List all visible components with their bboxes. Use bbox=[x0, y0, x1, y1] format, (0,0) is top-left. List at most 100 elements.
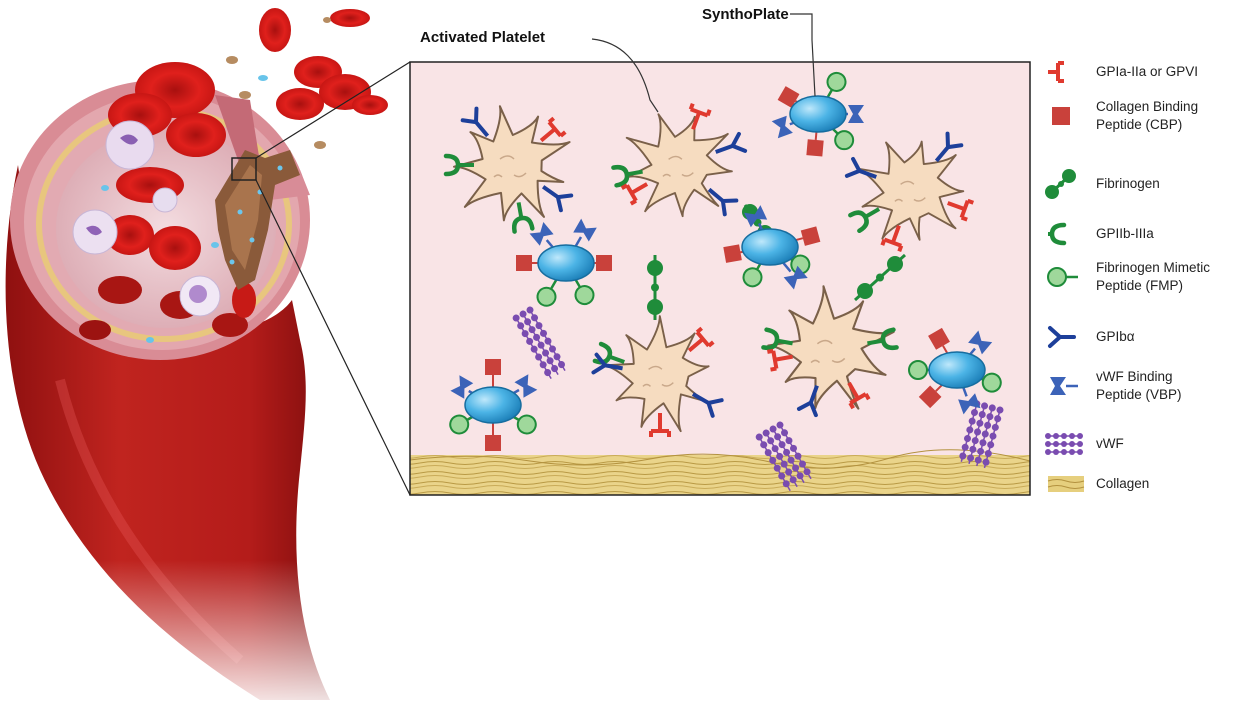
legend-label: Fibrinogen bbox=[1096, 175, 1244, 193]
legend-label-line: Fibrinogen Mimetic bbox=[1096, 260, 1211, 275]
legend-item: GPIbα bbox=[1040, 315, 1245, 359]
zoom-region-marker bbox=[231, 157, 257, 181]
legend-label-line: Peptide (FMP) bbox=[1096, 278, 1184, 293]
gpib-alpha-receptor bbox=[460, 106, 490, 138]
legend-item: Collagen bbox=[1040, 462, 1245, 506]
gpiib-iiia-receptor bbox=[867, 327, 899, 351]
legend-label-line: Peptide (CBP) bbox=[1096, 117, 1183, 132]
fmp-icon bbox=[1047, 267, 1078, 287]
zoom-connector-line bbox=[255, 61, 411, 159]
activated-platelet-callout: Activated Platelet bbox=[420, 29, 546, 46]
zoom-connector-line bbox=[255, 179, 411, 496]
collagen-layer bbox=[410, 455, 1030, 495]
fibrinogen-bridge bbox=[853, 253, 907, 302]
gpib-alpha-receptor bbox=[707, 187, 739, 217]
red-blood-cell bbox=[330, 9, 370, 27]
legend-label-line: GPIa-IIa or GPVI bbox=[1096, 64, 1199, 79]
synthoplate-particle bbox=[723, 205, 821, 290]
gpib-alpha-receptor bbox=[715, 131, 748, 154]
legend-label-line: GPIIb-IIIa bbox=[1096, 226, 1154, 241]
gpia-iia-receptor bbox=[767, 348, 793, 372]
legend-item: GPIa-IIa or GPVI bbox=[1040, 50, 1245, 94]
gpib-alpha-receptor bbox=[844, 156, 877, 179]
synthoplate-particle bbox=[771, 71, 864, 157]
gpia-iia-receptor bbox=[620, 182, 649, 206]
red-blood-cell bbox=[259, 8, 291, 52]
red-blood-cell bbox=[232, 282, 256, 318]
legend-icons bbox=[1045, 61, 1085, 492]
collagen-icon bbox=[1047, 476, 1085, 492]
gpib-alpha-receptor bbox=[796, 385, 819, 418]
synthoplate-particle bbox=[516, 218, 612, 307]
gpia-iia-receptor bbox=[880, 225, 904, 253]
legend-label-line: GPIbα bbox=[1096, 329, 1135, 344]
legend-label: GPIbα bbox=[1096, 328, 1244, 346]
synthoplate-callout: SynthoPlate bbox=[702, 6, 789, 23]
red-blood-cell bbox=[98, 276, 142, 304]
red-blood-cell bbox=[276, 88, 324, 120]
red-blood-cell bbox=[149, 226, 201, 270]
blood-cells-group bbox=[72, 8, 388, 343]
gpib-alpha-receptor bbox=[591, 352, 623, 375]
legend-label: vWF bbox=[1096, 435, 1244, 453]
blood-vessel bbox=[0, 80, 360, 720]
legend-item: Fibrinogen bbox=[1040, 162, 1245, 206]
gpib-alpha-receptor bbox=[541, 185, 574, 213]
fibrinogen-bridge bbox=[647, 255, 663, 320]
legend-label: Collagen bbox=[1096, 475, 1244, 493]
activated-platelet bbox=[625, 113, 733, 218]
clot-aggregate bbox=[215, 150, 300, 290]
gpiib-iiia-icon bbox=[1048, 222, 1067, 246]
gpia-iia-receptor bbox=[649, 413, 671, 437]
gpiib-iiia-receptor bbox=[443, 153, 474, 177]
legend-label: GPIIb-IIIa bbox=[1096, 225, 1244, 243]
gpib-alpha-receptor bbox=[691, 392, 724, 418]
white-blood-cell bbox=[105, 120, 155, 170]
legend-label-line: Collagen bbox=[1096, 476, 1150, 491]
gpia-iia-receptor bbox=[688, 102, 712, 130]
gpiib-iiia-receptor bbox=[511, 202, 535, 234]
vwf-icon bbox=[1045, 433, 1083, 455]
red-blood-cell bbox=[352, 95, 388, 115]
vwf-multimer bbox=[755, 421, 812, 492]
gpiib-iiia-receptor bbox=[761, 327, 793, 351]
gpia-iia-receptor bbox=[847, 381, 871, 410]
callout-leader-line bbox=[790, 13, 816, 97]
activated-platelet bbox=[767, 285, 895, 410]
legend-label-line: Collagen Binding bbox=[1096, 99, 1199, 114]
vwf-multimer bbox=[959, 400, 1004, 469]
cbp-icon bbox=[1052, 107, 1070, 125]
legend-item: vWF bbox=[1040, 422, 1245, 466]
activated-platelet bbox=[856, 140, 965, 241]
gpib-alpha-icon bbox=[1048, 326, 1076, 348]
fibrinogen-icon bbox=[1045, 169, 1076, 199]
red-blood-cell bbox=[106, 215, 154, 255]
legend-label-line: vWF bbox=[1096, 436, 1124, 451]
legend-label: GPIa-IIa or GPVI bbox=[1096, 63, 1244, 81]
callout-leader-line bbox=[591, 38, 659, 113]
gpiib-iiia-receptor bbox=[611, 164, 643, 188]
red-blood-cell bbox=[166, 113, 226, 157]
gpia-iia-receptor bbox=[539, 116, 567, 143]
legend-label-line: Peptide (VBP) bbox=[1096, 387, 1182, 402]
inset-elements bbox=[443, 71, 1004, 492]
legend-label-line: Fibrinogen bbox=[1096, 176, 1160, 191]
synthoplate-particle bbox=[449, 359, 538, 451]
synthoplate-particle bbox=[908, 327, 1002, 415]
vwf-multimer bbox=[512, 306, 566, 379]
gpiib-iiia-receptor bbox=[848, 207, 881, 234]
red-blood-cell bbox=[212, 313, 248, 337]
gpia-iia-receptor bbox=[687, 326, 715, 353]
vbp-icon bbox=[1050, 377, 1078, 395]
legend-item: GPIIb-IIIa bbox=[1040, 212, 1245, 256]
red-blood-cell bbox=[79, 320, 111, 340]
activated-platelet bbox=[453, 105, 571, 222]
legend-label-line: vWF Binding bbox=[1096, 369, 1173, 384]
gpia-iia-receptor bbox=[947, 198, 975, 222]
gpia-iia-gpvi-icon bbox=[1048, 61, 1064, 83]
